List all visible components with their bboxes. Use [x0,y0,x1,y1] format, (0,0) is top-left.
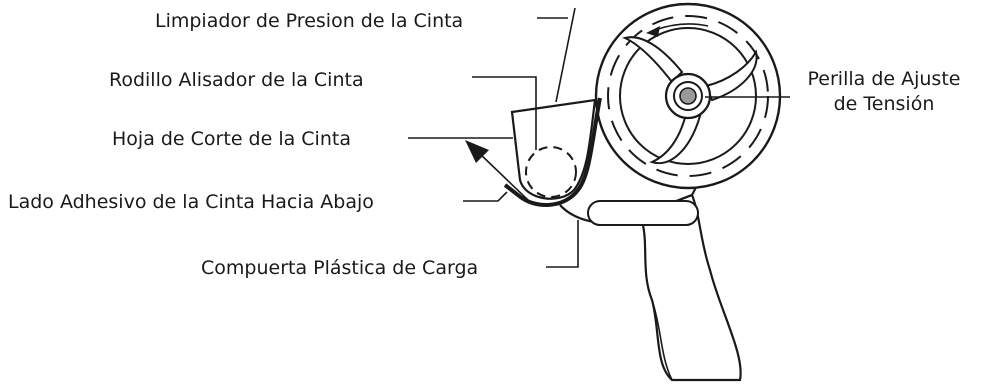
leader-adhesive-side [463,191,508,202]
wheel-spokes [622,36,758,165]
label-loading-gate: Compuerta Plástica de Carga [201,257,478,279]
label-cutting-blade: Hoja de Corte de la Cinta [112,128,351,150]
label-pressure-wiper: Limpiador de Presion de la Cinta [155,10,463,32]
thumb-rest [587,200,699,226]
dispenser-handle [638,193,742,382]
label-adhesive-side: Lado Adhesivo de la Cinta Hacia Abajo [8,191,374,213]
rotation-arrowhead [646,26,660,37]
leader-smoothing-roller [472,76,537,150]
leader-pressure-wiper-drop [555,7,576,103]
tension-knob [679,87,697,105]
adhesive-arrowhead [465,140,489,163]
label-smoothing-roller: Rodillo Alisador de la Cinta [109,69,364,91]
label-tension-knob-line1: Perilla de Ajuste [808,68,961,90]
leader-loading-gate [546,220,579,268]
label-tension-knob-line2: de Tensión [834,93,935,115]
tape-wheel-inner-rim [619,27,757,165]
smoothing-roller [525,146,577,198]
tape-strip [503,97,602,208]
handle-inner-edge [651,299,673,381]
tape-wheel-dashed-ring [607,15,769,177]
leader-lines [408,7,790,268]
adhesive-arrow-shaft [477,151,529,201]
cutter-housing [510,98,597,200]
